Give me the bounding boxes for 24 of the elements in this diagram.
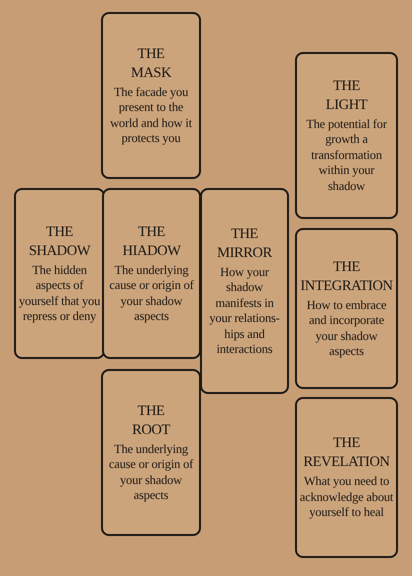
- card: [102, 188, 201, 359]
- card-title: THE INTEGRATION: [300, 258, 393, 296]
- card: [101, 12, 201, 179]
- card: [101, 369, 201, 536]
- card-description: What you need to acknowledge about yourself to heal: [299, 474, 394, 521]
- card-description: The underlying cause or origin of your shadow aspects: [108, 262, 195, 324]
- card: [200, 188, 289, 394]
- card-title: THE SHADOW: [28, 222, 90, 260]
- card-description: The hidden aspects of yourself that you repress or deny: [18, 262, 101, 324]
- card: [14, 188, 105, 359]
- card: [295, 397, 398, 558]
- card-description: The potential for growth a transformation within your shadow: [305, 116, 388, 194]
- card-description: How to embrace and incorporate your shadow aspects: [306, 298, 388, 360]
- card-title: THE MIRROR: [217, 224, 272, 262]
- card-title: THE HIADOW: [122, 222, 180, 260]
- card-title: THE REVELATION: [303, 434, 390, 472]
- card-title: THE LIGHT: [326, 76, 368, 115]
- card-description: How your shadow manifests in your relations- hips and interactions: [208, 264, 281, 358]
- card-title: THE MASK: [130, 44, 172, 82]
- card: [295, 52, 398, 219]
- card-description: The underlying cause or origin of your shadow aspects: [108, 442, 194, 504]
- card: [295, 228, 398, 389]
- card-title: THE ROOT: [132, 402, 170, 440]
- card-description: The facade you present to the world and how it protects you: [109, 84, 193, 146]
